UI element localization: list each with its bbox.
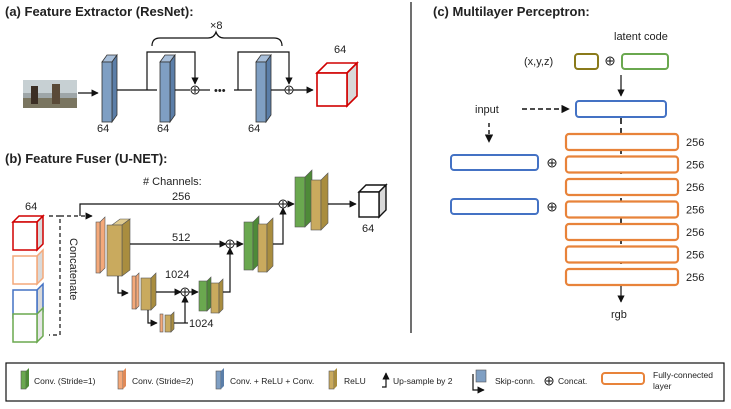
input-encoding-box: [575, 100, 667, 118]
legend-skip-conn-label: Skip-conn.: [495, 376, 535, 386]
up-2: [223, 247, 234, 293]
input-stack-orange: [12, 248, 44, 286]
input-channels-b: 64: [25, 201, 37, 213]
output-cube-b: [357, 183, 388, 219]
channels-block1: 64: [157, 123, 169, 135]
legend-upsample: Up-sample by 2: [382, 372, 453, 388]
rgb-label: rgb: [611, 309, 627, 321]
xyz-box: [574, 53, 599, 70]
resnet-block-2: [255, 53, 272, 124]
level4-channels: 1024: [189, 318, 213, 330]
panel-c-mlp: (c) Multilayer Perceptron: latent code (…: [433, 4, 704, 321]
fc-layer-size-2: 256: [686, 160, 704, 172]
fc-layer-4: [564, 200, 680, 219]
skip-connection-2: [237, 51, 293, 90]
down-2: [147, 310, 158, 327]
legend-conv-stride1-label: Conv. (Stride=1): [34, 376, 96, 386]
input-stack-green: [12, 306, 44, 344]
legend-concat: Concat.: [544, 376, 587, 386]
unet-dec-level3: [198, 276, 224, 314]
legend-conv-stride1: Conv. (Stride=1): [20, 368, 96, 390]
input-image: [23, 80, 77, 108]
concat-node-c2: [547, 158, 557, 168]
concat-node-c1: [605, 56, 615, 66]
unet-enc-level1: [95, 216, 131, 277]
fc-layer-size-4: 256: [686, 205, 704, 217]
legend-concat-label: Concat.: [558, 376, 587, 386]
up-1: [273, 207, 287, 245]
resnet-block-first: [101, 53, 118, 124]
fc-layer-7: [564, 267, 680, 287]
level2-channels: 512: [172, 232, 190, 244]
concatenate-label: Concatenate: [67, 238, 79, 300]
fc-layer-icon: [601, 372, 645, 385]
legend-fc-layer: Fully-connected layer: [601, 370, 713, 391]
down-1: [117, 276, 129, 297]
fc-layer-6: [564, 245, 680, 264]
concat-node-2: [225, 239, 235, 249]
latent-code-box: [621, 53, 669, 70]
ellipsis: •••: [214, 85, 226, 97]
input-stack-red: [11, 214, 45, 252]
legend: Conv. (Stride=1) Conv. (Stride=2) Conv. …: [5, 362, 725, 402]
legend-relu: ReLU: [328, 368, 366, 390]
level3-channels: 1024: [165, 269, 189, 281]
fc-layer-stack: 256 256 256 256 256 256 256: [564, 132, 704, 287]
fc-layer-size-6: 256: [686, 250, 704, 262]
unet-dec-level2: [243, 215, 274, 273]
fc-layer-2: [564, 155, 680, 174]
panel-b-title: (b) Feature Fuser (U-NET):: [5, 151, 168, 166]
legend-conv-relu-conv: Conv. + ReLU + Conv.: [215, 368, 314, 390]
latent-code-label: latent code: [614, 31, 668, 43]
channels-first: 64: [97, 123, 109, 135]
upsample-icon: [382, 372, 390, 388]
repeat-label: ×8: [210, 20, 223, 32]
level1-channels: 256: [172, 191, 190, 203]
skip-256-line: [79, 203, 280, 216]
panel-a-title: (a) Feature Extractor (ResNet):: [5, 4, 194, 19]
unet-dec-level1: [294, 169, 329, 231]
legend-fc-line1: Fully-connected: [653, 370, 713, 380]
concat-node-c3: [547, 202, 557, 212]
fc-layer-3: [564, 177, 680, 197]
fc-layer-size-7: 256: [686, 272, 704, 284]
panel-a-feature-extractor: (a) Feature Extractor (ResNet): 64 64: [5, 4, 359, 135]
concat-node-3: [180, 287, 190, 297]
channels-block2: 64: [248, 123, 260, 135]
output-channels-b: 64: [362, 223, 374, 235]
skip-connection-1: [146, 51, 199, 90]
legend-fc-line2: layer: [653, 381, 672, 391]
legend-conv-stride2: Conv. (Stride=2): [117, 368, 194, 390]
legend-conv-stride2-label: Conv. (Stride=2): [132, 376, 194, 386]
fc-layer-5: [564, 222, 680, 242]
repeat-brace: [151, 30, 283, 47]
concat-node-1: [278, 199, 288, 209]
unet-enc-level3: [159, 311, 175, 333]
output-channels-a: 64: [334, 44, 346, 56]
fc-layer-1: [564, 132, 680, 152]
fc-layer-size-3: 256: [686, 182, 704, 194]
concatenate-bracket: [49, 215, 61, 336]
legend-upsample-label: Up-sample by 2: [393, 376, 453, 386]
resnet-block-1: [159, 53, 176, 124]
panel-b-feature-fuser: (b) Feature Fuser (U-NET): # Channels: 6…: [5, 151, 388, 344]
fc-layer-size-5: 256: [686, 227, 704, 239]
skip-conn-icon: [475, 369, 487, 383]
fc-layer-size-1: 256: [686, 137, 704, 149]
output-feature-cube: [315, 61, 359, 108]
unet-enc-level2: [131, 272, 157, 311]
xyz-label: (x,y,z): [524, 56, 553, 68]
skip-feature-box-1: [450, 154, 539, 171]
skip-feature-box-2: [450, 198, 539, 215]
legend-conv-relu-conv-label: Conv. + ReLU + Conv.: [230, 376, 314, 386]
channels-heading: # Channels:: [143, 176, 202, 188]
legend-relu-label: ReLU: [344, 376, 366, 386]
legend-skip-conn: Skip-conn.: [472, 369, 535, 394]
input-label: input: [475, 104, 499, 116]
panel-c-title: (c) Multilayer Perceptron:: [433, 4, 590, 19]
